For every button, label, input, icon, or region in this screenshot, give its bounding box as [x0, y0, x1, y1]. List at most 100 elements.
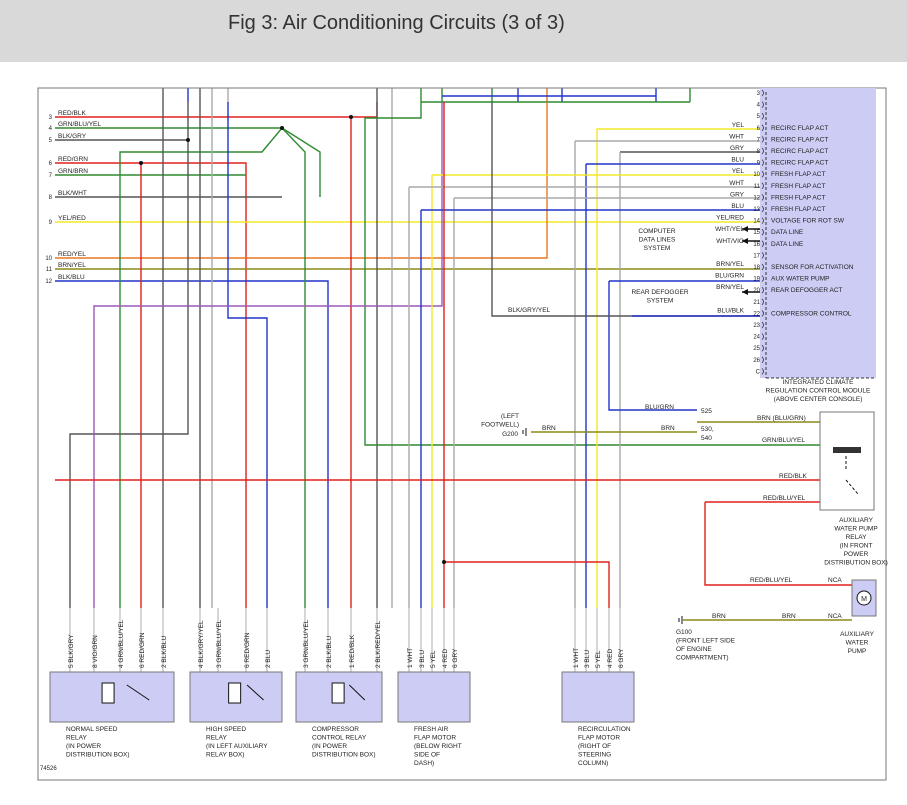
component-caption: CONTROL RELAY	[312, 735, 367, 742]
arrow-icon	[742, 289, 748, 295]
wire-blk-gry-down	[69, 102, 189, 608]
pin-bracket	[761, 252, 764, 259]
pin-bracket	[761, 321, 764, 329]
module-pin-number: 22	[753, 311, 760, 317]
left-wire-label: RED/BLK	[58, 110, 86, 117]
pin-bracket	[761, 159, 764, 166]
aux-relay-caption: POWER	[844, 551, 869, 558]
left-wire-number: 6	[49, 161, 53, 167]
module-pin-wire-color: BRN/YEL	[716, 284, 744, 291]
aux-pump-relay-box	[819, 411, 875, 511]
relay-coil-icon	[101, 682, 115, 704]
left-wire-label: BLK/BLU	[58, 274, 85, 281]
component-caption: DISTRIBUTION BOX)	[312, 752, 376, 759]
wire-green-branch	[281, 127, 321, 197]
left-wire-number: 12	[45, 279, 52, 285]
module-pin-wire-color: WHT/YEL	[715, 226, 744, 233]
component-pin-label: 1 WHT	[573, 648, 580, 668]
pin-bracket	[761, 205, 764, 213]
pin-bracket	[761, 310, 764, 317]
splice-dot	[186, 138, 190, 142]
module-pin-wire-color: YEL/RED	[716, 215, 744, 222]
computer-data-lines-label: COMPUTER	[638, 228, 676, 235]
wire-recirc-yel	[596, 128, 760, 608]
wire-label: BRN	[782, 613, 796, 620]
component-pin-label: 1 RED/BLK	[349, 634, 356, 668]
module-pin-function: DATA LINE	[771, 241, 804, 248]
pin-bracket	[761, 217, 764, 224]
pin-bracket	[761, 298, 764, 306]
aux-relay-caption: AUXILIARY	[839, 517, 874, 524]
component-caption: STEERING	[578, 752, 611, 759]
component-box	[561, 671, 635, 723]
pin-bracket	[761, 263, 764, 271]
wire-lines	[55, 88, 852, 621]
computer-data-lines-label: DATA LINES	[639, 237, 676, 244]
pin-bracket	[761, 101, 764, 108]
aux-relay-caption: RELAY	[846, 534, 867, 541]
relay-coil-icon	[228, 682, 242, 704]
component-pin-label: 5 BLK/GRY	[68, 634, 75, 668]
component-caption: DISTRIBUTION BOX)	[66, 752, 130, 759]
module-pin-number: 15	[753, 230, 760, 236]
pin-bracket	[761, 136, 764, 143]
components	[37, 87, 887, 781]
rear-defogger-label: REAR DEFOGGER	[631, 289, 688, 296]
pin-bracket	[761, 182, 764, 190]
module-pin-number: 21	[753, 300, 760, 306]
component-box	[397, 671, 471, 723]
ground-g100-label: (FRONT LEFT SIDE	[676, 638, 736, 645]
module-pin-wire-color: GRY	[730, 191, 745, 198]
module-pin-function: FRESH FLAP ACT	[771, 183, 825, 190]
module-pin-function: FRESH FLAP ACT	[771, 194, 825, 201]
module-pin-function: COMPRESSOR CONTROL	[771, 310, 852, 317]
wire-flap-red-right	[444, 561, 610, 608]
aux-relay-caption: (IN FRONT	[840, 543, 873, 550]
motor-symbol: M	[861, 596, 867, 603]
pin-bracket	[761, 286, 764, 294]
footwell-label: FOOTWELL)	[481, 422, 519, 429]
component-caption: (RIGHT OF	[578, 743, 611, 750]
left-wire-label: GRN/BLU/YEL	[58, 121, 101, 128]
module-pin-function: RECIRC FLAP ACT	[771, 160, 828, 167]
component-pin-label: 4 GRN/BLU/YEL	[118, 619, 125, 668]
aux-pump-caption: WATER	[846, 640, 869, 647]
left-wire-number: 10	[45, 256, 52, 262]
component-caption: FLAP MOTOR	[578, 735, 620, 742]
aux-relay-caption: DISTRIBUTION BOX)	[824, 560, 888, 567]
pin-bracket	[761, 228, 764, 236]
wire-label: BRN	[661, 425, 675, 432]
relay-switch-icon	[348, 684, 366, 701]
module-pin-number: 9	[757, 161, 761, 167]
module-pin-number: 13	[753, 207, 760, 213]
wire-label: RED/BLK	[779, 473, 807, 480]
wire-blk-blu	[55, 280, 329, 608]
component-caption: FLAP MOTOR	[414, 735, 456, 742]
wire-blu-high	[227, 102, 268, 608]
left-wire-number: 3	[49, 115, 53, 121]
pin-bracket	[761, 368, 764, 375]
module-pin-number: 14	[753, 219, 760, 225]
component-pin-label: 2 BLK/BLU	[161, 636, 168, 668]
module-pin-wire-color: YEL	[732, 122, 745, 129]
arrow-icon	[742, 226, 748, 232]
component-pin-label: 6 GRY	[618, 648, 625, 668]
module-pin-number: 3	[757, 91, 761, 97]
component-caption: RELAY	[206, 735, 227, 742]
module-pin-wire-color: BRN/YEL	[716, 261, 744, 268]
wire-label: RED/BLU/YEL	[763, 495, 806, 502]
ground-g100-label: G100	[676, 629, 692, 636]
splice-dot	[349, 115, 353, 119]
component-pin-label: 6 RED/GRN	[244, 632, 251, 668]
module-pin-number: 20	[753, 288, 760, 294]
module-pin-wire-color: BLU/GRN	[715, 273, 744, 280]
module-caption: INTEGRATED CLIMATE	[783, 379, 855, 386]
left-wire-number: 4	[49, 126, 53, 132]
relay-switch-icon	[246, 684, 264, 701]
module-pin-function: REAR DEFOGGER ACT	[771, 287, 843, 294]
module-pin-function: RECIRC FLAP ACT	[771, 136, 828, 143]
left-wire-number: 5	[49, 138, 53, 144]
left-wire-label: BRN/YEL	[58, 262, 86, 269]
